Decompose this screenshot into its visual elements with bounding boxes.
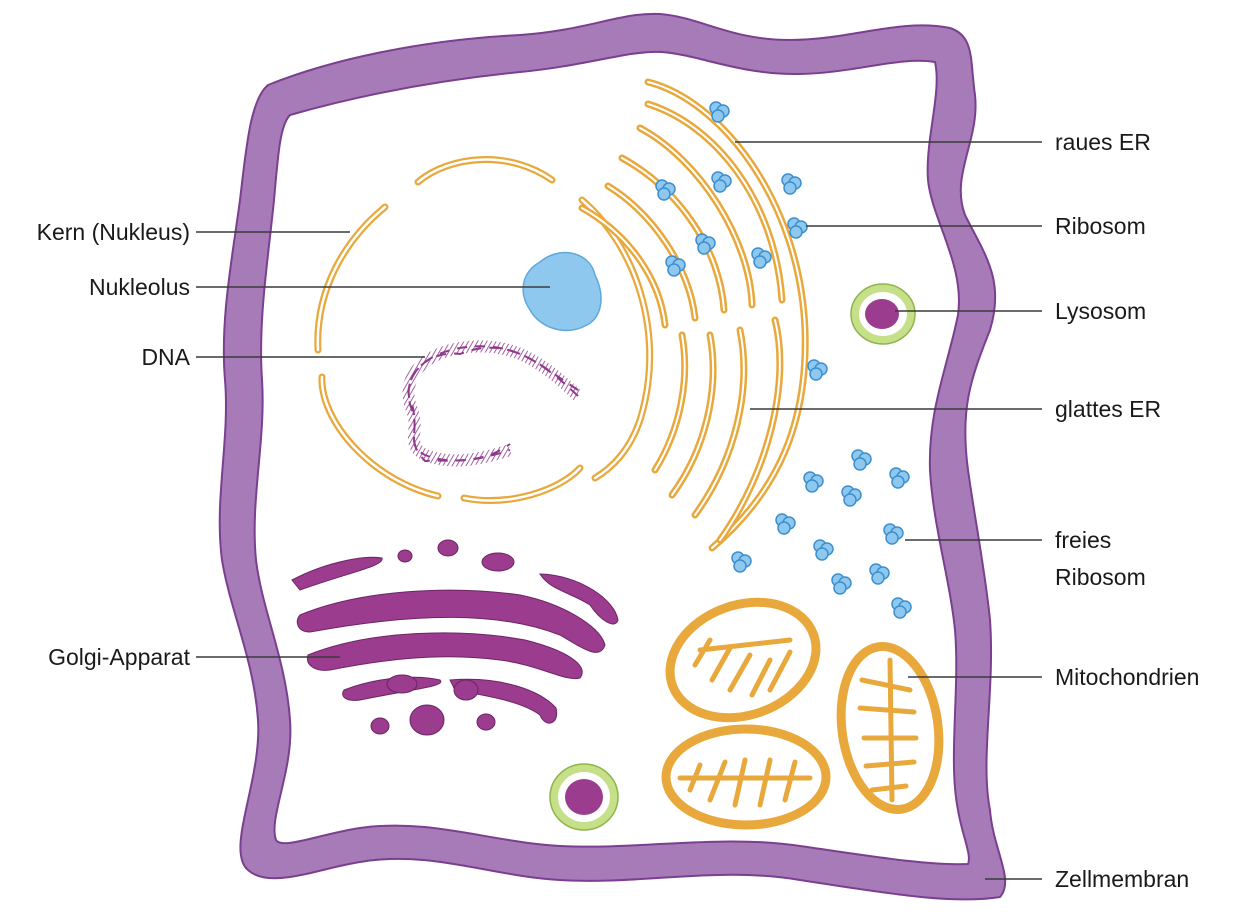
mitochondrion [666,729,826,825]
lysosome [550,764,618,830]
label-ribosom: Ribosom [1055,211,1146,241]
ribosome [710,102,729,122]
ribosome [870,564,889,584]
ribosome [808,360,827,380]
nucleolus [523,253,601,331]
ribosome [782,174,801,194]
ribosome [814,540,833,560]
label-zellmembran: Zellmembran [1055,864,1189,894]
dna-strand [409,346,578,461]
label-kern: Kern (Nukleus) [37,217,190,247]
label-dna: DNA [141,342,190,372]
label-raues-er: raues ER [1055,127,1151,157]
ribosome [884,524,903,544]
ribosome [832,574,851,594]
ribosome [852,450,871,470]
mitochondrion [654,583,833,738]
ribosome [804,472,823,492]
ribosome [712,172,731,192]
ribosome [890,468,909,488]
ribosome [752,248,771,268]
ribosome [776,514,795,534]
label-freies-ribosom-line1: freies [1055,525,1111,555]
ribosome [892,598,911,618]
golgi-apparatus [292,540,618,735]
label-freies-ribosom-line2: Ribosom [1055,562,1146,592]
ribosome [732,552,751,572]
label-glattes-er: glattes ER [1055,394,1161,424]
label-golgi: Golgi-Apparat [48,642,190,672]
label-nukleolus: Nukleolus [89,272,190,302]
label-mitochondrien: Mitochondrien [1055,662,1199,692]
label-lysosom: Lysosom [1055,296,1146,326]
ribosome [788,218,807,238]
mitochondrion [831,640,949,816]
lysosome [851,284,915,344]
nucleus [318,160,650,501]
ribosome [842,486,861,506]
